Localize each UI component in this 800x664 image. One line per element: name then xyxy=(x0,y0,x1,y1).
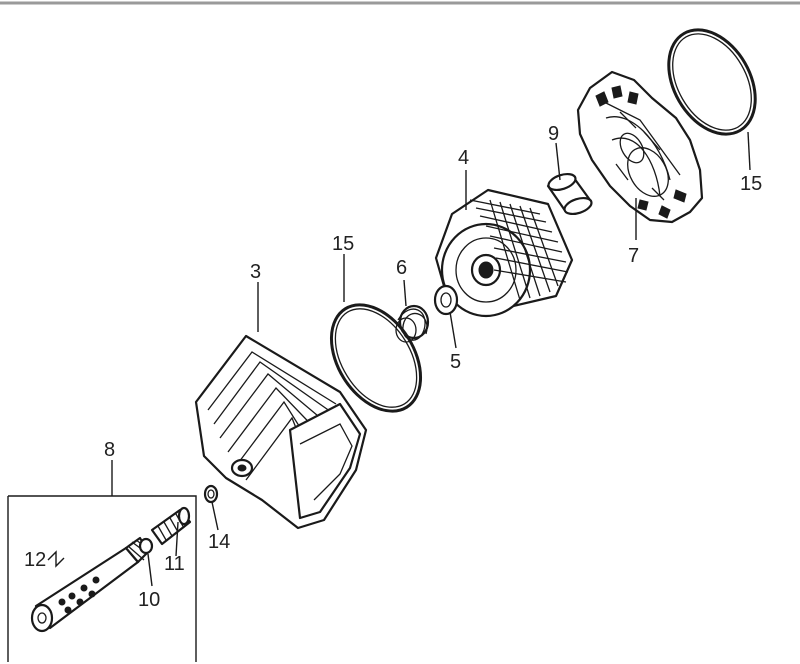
oil-filter-element xyxy=(434,188,574,318)
check-ball xyxy=(138,537,154,555)
center-bolt xyxy=(30,536,151,633)
callout-10: 10 xyxy=(138,589,160,611)
o-ring-tiny xyxy=(203,484,219,504)
callout-4: 4 xyxy=(458,147,469,169)
leader-lines xyxy=(111,131,751,587)
assembly-8-box xyxy=(7,495,197,662)
callout-12-leader xyxy=(47,550,65,568)
callout-3: 3 xyxy=(250,261,261,283)
callout-7: 7 xyxy=(628,245,639,267)
oil-filter-cover xyxy=(194,334,368,530)
collar-sleeve xyxy=(546,172,593,216)
o-ring-large xyxy=(667,28,757,136)
o-ring-small xyxy=(329,303,423,413)
washer xyxy=(433,284,459,316)
callout-15-middle: 15 xyxy=(332,233,354,255)
bypass-spring xyxy=(150,506,192,546)
oil-pump-rotor-plate xyxy=(576,70,704,224)
callout-14: 14 xyxy=(208,531,230,553)
spring xyxy=(395,304,430,343)
callout-11: 11 xyxy=(164,553,185,575)
callout-6: 6 xyxy=(396,257,407,279)
callout-15-top: 15 xyxy=(740,173,762,195)
callout-8: 8 xyxy=(104,439,115,461)
callout-12: 12 xyxy=(24,549,46,571)
callout-9: 9 xyxy=(548,123,559,145)
callout-5: 5 xyxy=(450,351,461,373)
